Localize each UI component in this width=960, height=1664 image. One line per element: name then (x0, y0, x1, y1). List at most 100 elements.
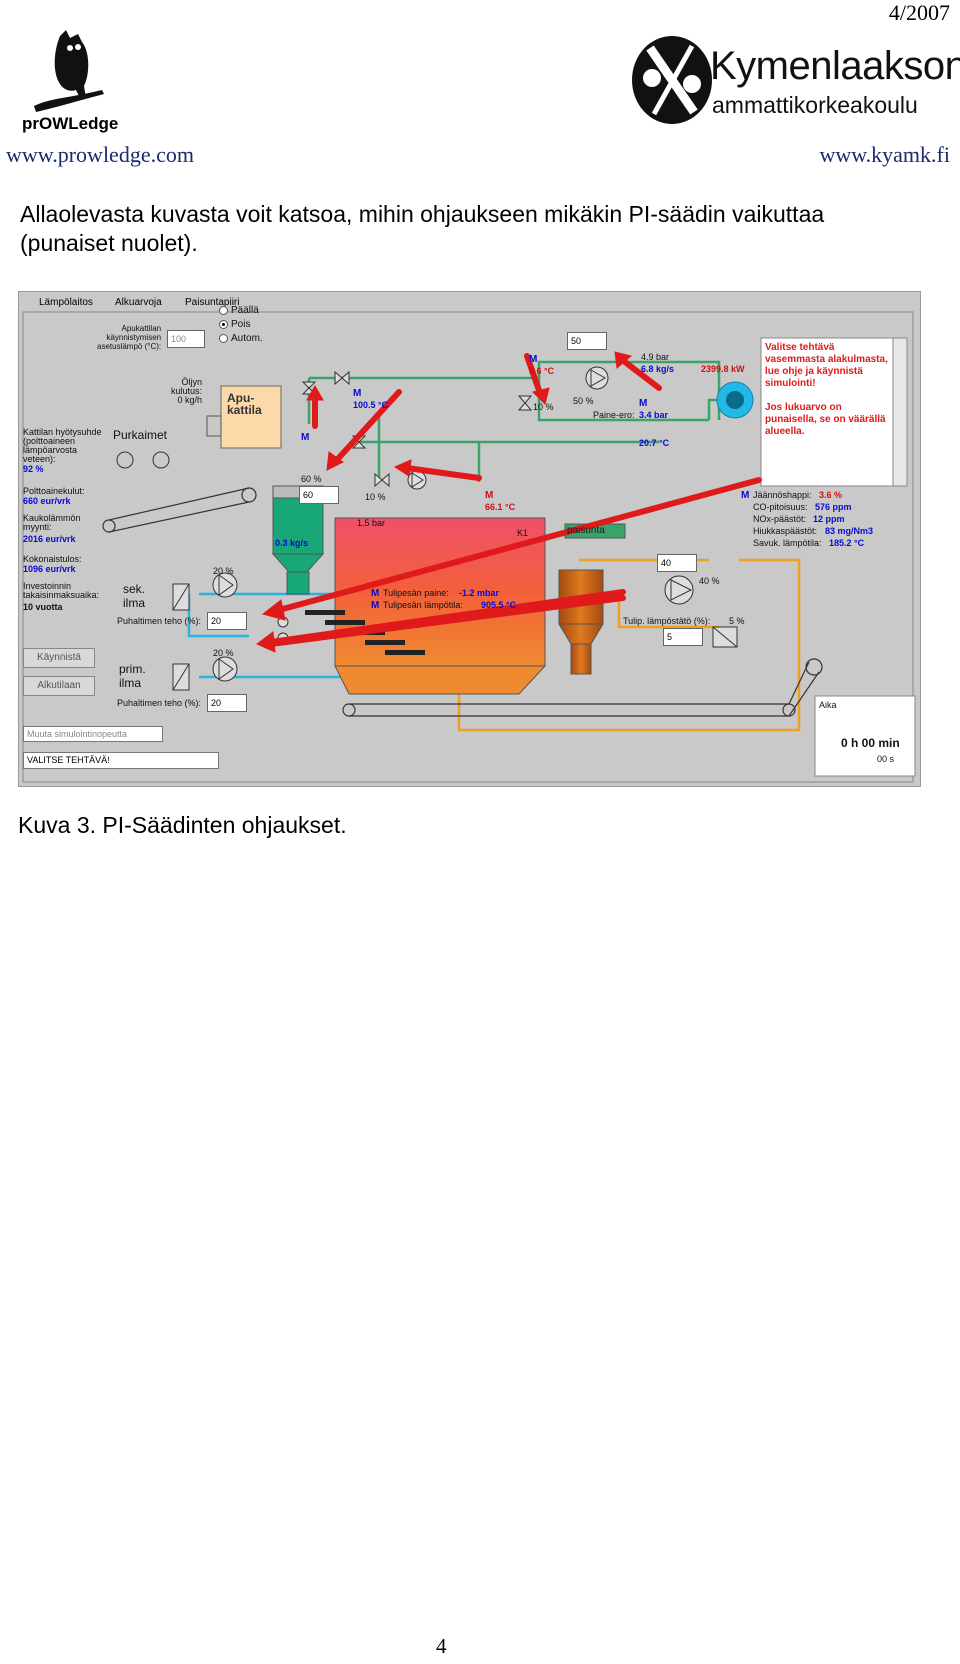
m-flue-label: M (741, 490, 750, 501)
m-paine-ero-label: M (639, 398, 648, 409)
kaynnista-button[interactable]: Käynnistä (23, 648, 95, 668)
aika-value: 0 h 00 min (841, 736, 900, 750)
simulator-screenshot: Lämpölaitos Alkuarvoja Paisuntapiiri Pää… (18, 291, 921, 787)
instructions-text: Valitse tehtävä vasemmasta alakulmasta, … (765, 342, 888, 437)
hiukkas-label: Hiukkaspäästöt: (753, 526, 818, 536)
puhallin-label-sek: Puhaltimen teho (%): (117, 616, 202, 626)
kaukolampo-value: 2016 eur/vrk (23, 534, 76, 544)
figure-caption: Kuva 3. PI-Säädinten ohjaukset. (18, 812, 347, 838)
tulipesan-lampo-label: Tulipesän lämpötila: (383, 600, 463, 610)
fan-pct-sek: 20 % (213, 566, 234, 576)
alkutilaan-button[interactable]: Alkutilaan (23, 676, 95, 696)
jaannoshappi-value: 3.6 % (819, 490, 843, 500)
kaukolampo-label: Kaukolämmön myynti: (23, 513, 81, 532)
radio-autom-label: Autom. (231, 333, 263, 344)
kokonaistulos-value: 1096 eur/vrk (23, 564, 76, 574)
apukattila-setpoint-input[interactable]: 100 (167, 330, 205, 348)
tab-paisuntapiiri[interactable]: Paisuntapiiri (185, 297, 240, 308)
m-mid-label: M (485, 490, 494, 501)
polttoainekulut-label: Polttoainekulut: (23, 486, 85, 496)
paine-ero-value: 3.4 bar (639, 410, 669, 420)
aika-label: Aika (819, 700, 837, 710)
purkaimet-label: Purkaimet (113, 428, 168, 442)
apukattila-label: Apu- kattila (227, 391, 262, 417)
flue-setpoint-input[interactable]: 40 (657, 554, 697, 572)
owl-icon (34, 30, 104, 112)
polttoainekulut-value: 660 eur/vrk (23, 496, 71, 506)
oljyn-kulutus: Öljyn kulutus: 0 kg/h (171, 377, 203, 405)
apukattila-setpoint-label: Apukattilan käynnistymisen asetuslämpö (… (97, 324, 162, 351)
owl-logo (30, 28, 110, 114)
puhallin-label-prim: Puhaltimen teho (%): (117, 698, 202, 708)
kyamk-logo-line1: Kymenlaakson (710, 44, 960, 88)
fan-pct-prim: 20 % (213, 648, 234, 658)
tulip-label: Tulip. lämpöstätö (%): (623, 616, 711, 626)
document-date: 4/2007 (888, 0, 950, 25)
tulip-input[interactable]: 5 (663, 628, 703, 646)
puhallin-input-prim[interactable]: 20 (207, 694, 247, 712)
m-apu-label: M (301, 432, 310, 443)
savukaasu-value: 185.2 °C (829, 538, 865, 548)
tulip-pct: 5 % (729, 616, 745, 626)
m-tulipesa-lampo: M (371, 600, 380, 611)
pump-setpoint-input[interactable]: 50 (567, 332, 607, 350)
jaannoshappi-label: Jäännöshappi: (753, 490, 812, 500)
valve-pct-2: 10 % (533, 402, 554, 412)
tulipesan-lampo-value: 905.5 °C (481, 600, 517, 610)
kyamk-logo (630, 34, 714, 126)
m-pump-temp: 5.6 °C (529, 366, 555, 376)
flow-6-8: 6.8 kg/s (641, 364, 675, 374)
m-pump-label: M (529, 354, 538, 365)
nox-value: 12 ppm (813, 514, 845, 524)
pressure-4-9: 4.9 bar (641, 352, 670, 362)
radio-pois[interactable] (219, 320, 228, 329)
tulipesan-paine-label: Tulipesän paine: (383, 588, 449, 598)
m-top-label: M (353, 388, 362, 399)
feeder-input[interactable]: 60 (299, 486, 339, 504)
kyamk-emblem-icon (632, 36, 712, 124)
simulation-speed-select[interactable]: Muuta simulointinopeutta (23, 726, 163, 742)
sek-ilma-label: sek. ilma (123, 582, 146, 610)
co-label: CO-pitoisuus: (753, 502, 808, 512)
prowledge-logo-text: prOWLedge (22, 114, 119, 133)
process-diagram (22, 311, 916, 783)
task-select[interactable]: VALITSE TEHTÄVÄ! (23, 752, 219, 769)
radio-autom[interactable] (219, 334, 228, 343)
power-output: 2399.8 kW (701, 364, 745, 374)
feeder-pct: 60 % (301, 474, 322, 484)
prim-ilma-label: prim. ilma (119, 662, 146, 690)
tulipesan-paine-value: -1.2 mbar (459, 588, 500, 598)
m-tulipesa-paine: M (371, 588, 380, 599)
co-value: 576 ppm (815, 502, 852, 512)
aika-seconds: 00 s (877, 754, 895, 764)
investointi-label: Investoinnin takaisinmaksuaika: (23, 581, 100, 600)
page-number: 4 (436, 1634, 447, 1658)
puhallin-input-sek[interactable]: 20 (207, 612, 247, 630)
pressure-1-5: 1.5 bar (357, 518, 386, 528)
kyamk-logo-line2: ammattikorkeakoulu (712, 92, 918, 118)
tab-lampolaitos[interactable]: Lämpölaitos (39, 297, 93, 308)
nox-label: NOx-päästöt: (753, 514, 807, 524)
savukaasu-label: Savuk. lämpötila: (753, 538, 822, 548)
hyotysuhde-value: 92 % (23, 464, 44, 474)
radio-paalla[interactable] (219, 306, 228, 315)
paisunta-label: paisunta (567, 525, 605, 536)
kyamk-url: www.kyamk.fi (819, 142, 950, 167)
intro-paragraph: Allaolevasta kuvasta voit katsoa, mihin … (20, 201, 825, 256)
radio-paalla-label: Päällä (231, 305, 259, 316)
k1-label: K1 (517, 528, 529, 538)
pump-pct: 50 % (573, 396, 594, 406)
m-mid-temp: 66.1 °C (485, 502, 516, 512)
flue-pct: 40 % (699, 576, 720, 586)
investointi-value: 10 vuotta (23, 602, 63, 612)
fuel-flow: 0.3 kg/s (275, 538, 309, 548)
valve-pct-1: 10 % (365, 492, 386, 502)
hiukkas-value: 83 mg/Nm3 (825, 526, 874, 536)
tab-alkuarvoja[interactable]: Alkuarvoja (115, 297, 162, 308)
radio-pois-label: Pois (231, 319, 251, 330)
prowledge-url: www.prowledge.com (6, 142, 194, 167)
hyotysuhde-label: Kattilan hyötysuhde (polttoaineen lämpöa… (23, 427, 102, 464)
m-top-temp: 100.5 °C (353, 400, 389, 410)
return-temp: 20.7 °C (639, 438, 670, 448)
kokonaistulos-label: Kokonaistulos: (23, 554, 82, 564)
